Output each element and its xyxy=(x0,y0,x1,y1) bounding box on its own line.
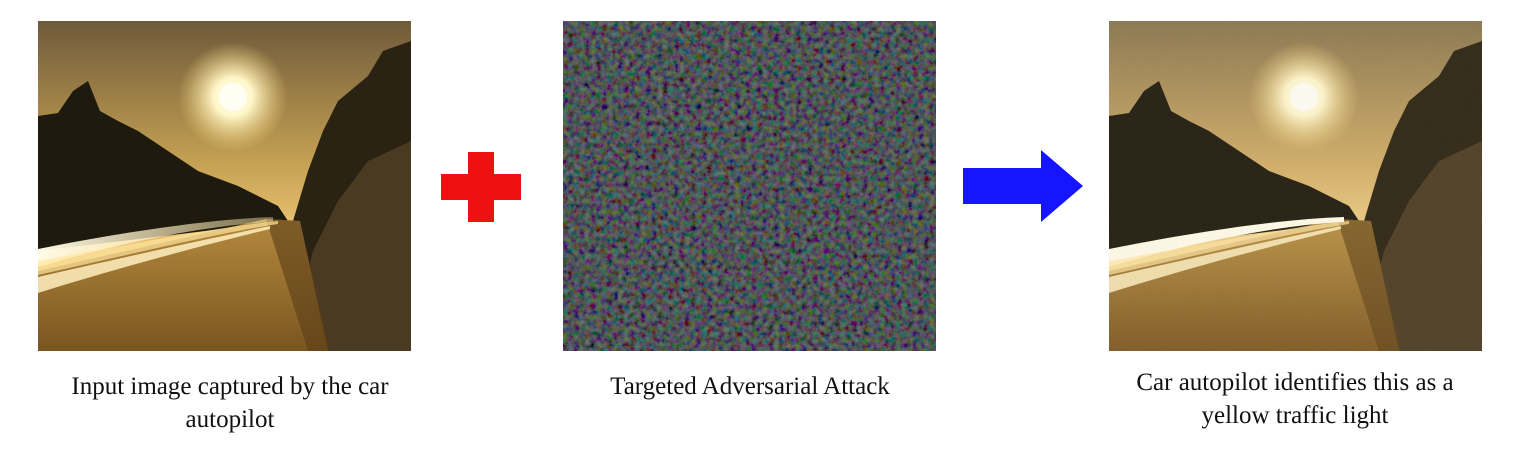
plus-bar-vertical xyxy=(468,152,494,222)
adversarial-noise-pattern-icon xyxy=(563,21,936,351)
perturbed-night-road-photo-icon xyxy=(1109,21,1482,351)
adversarial-attack-caption: Targeted Adversarial Attack xyxy=(610,373,890,400)
plus-icon xyxy=(441,152,521,222)
input-image xyxy=(38,21,411,351)
input-image-caption: Input image captured by the car autopilo… xyxy=(71,373,389,433)
adversarial-noise-image xyxy=(563,21,936,351)
right-arrow-icon xyxy=(963,150,1083,222)
perturbed-output-image xyxy=(1109,21,1482,351)
output-image-caption: Car autopilot identifies this as a yello… xyxy=(1136,369,1454,429)
arrow-shape xyxy=(963,150,1083,222)
night-road-photo-icon xyxy=(38,21,411,351)
